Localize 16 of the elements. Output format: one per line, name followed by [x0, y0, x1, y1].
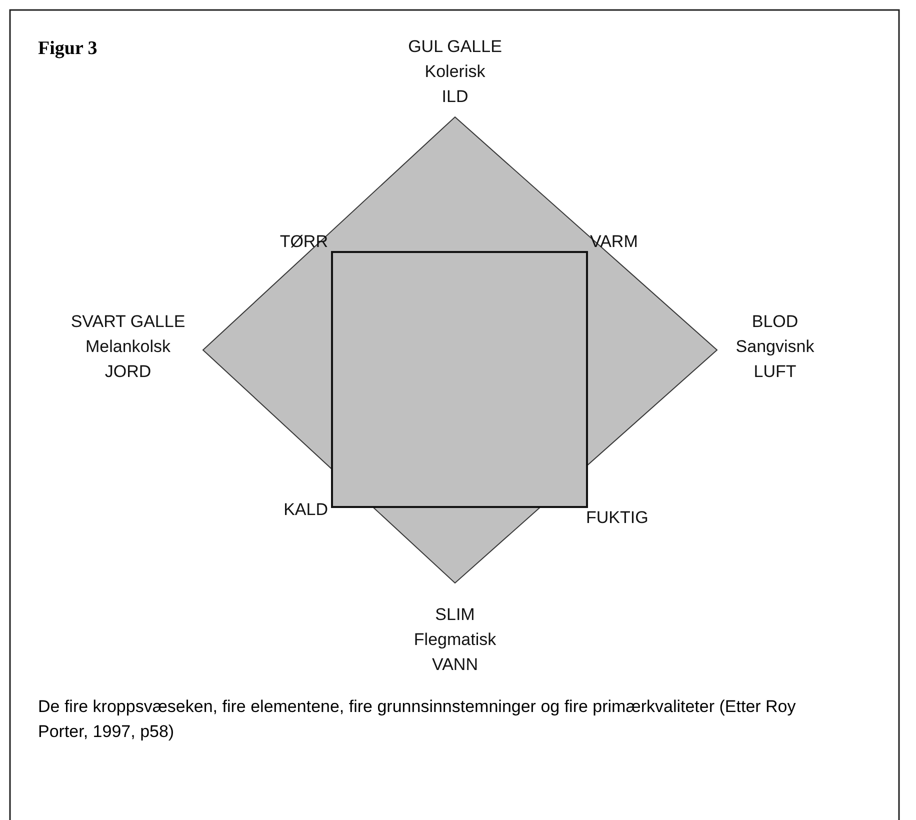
temperament-label: Kolerisk: [424, 62, 486, 82]
humor-label: SVART GALLE: [70, 312, 186, 332]
temperament-label: Melankolsk: [85, 337, 171, 357]
quality-label: FUKTIG: [586, 508, 648, 528]
element-label: JORD: [104, 362, 152, 382]
humor-label: GUL GALLE: [408, 37, 502, 57]
humor-label: SLIM: [435, 605, 475, 625]
figure-caption: De fire kroppsvæseken, fire elementene, fire grunnsinnstemninger og fire primærkvaliteter (Etter Roy Porter, 1997, p58): [38, 696, 797, 743]
element-label: LUFT: [754, 362, 796, 382]
humor-label: BLOD: [752, 312, 798, 332]
element-label: ILD: [442, 87, 468, 107]
figure-title: Figur 3: [38, 38, 98, 60]
temperament-label: Flegmatisk: [414, 630, 496, 650]
temperament-label: Sangvisnk: [736, 337, 814, 357]
element-label: VANN: [432, 655, 478, 675]
quality-label: KALD: [284, 500, 328, 520]
